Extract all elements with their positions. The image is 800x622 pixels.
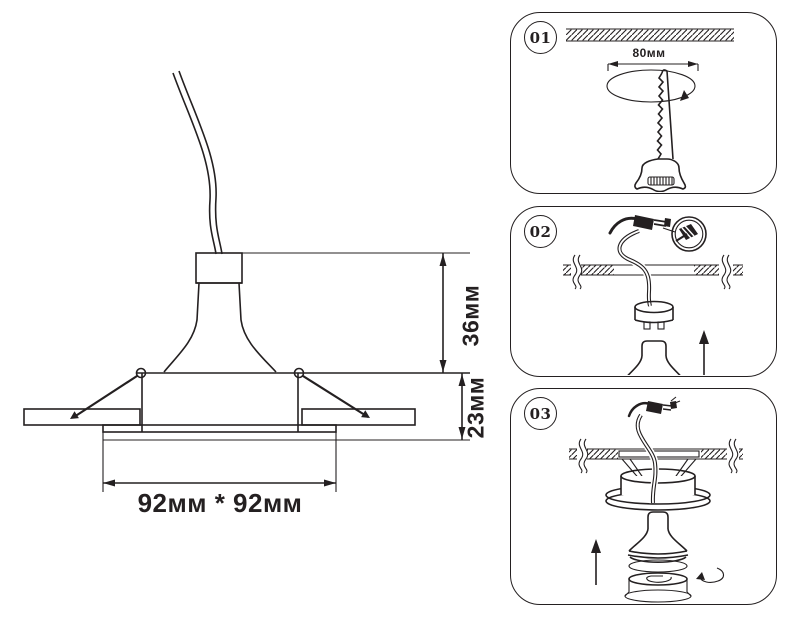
gu10-bulb <box>627 340 681 375</box>
frame-size-label: 92мм * 92мм <box>137 488 303 518</box>
mains-wire <box>616 227 654 307</box>
step-panel-03: 03 <box>510 388 777 605</box>
clip-pivot-left <box>135 367 147 379</box>
step-number: 01 <box>529 28 552 47</box>
retaining-ring <box>624 572 692 603</box>
ceiling-cross-section <box>23 408 416 426</box>
dimension-36mm <box>439 253 447 373</box>
recessed-housing <box>141 373 299 432</box>
mesh-filter <box>628 559 688 573</box>
step-number-badge: 01 <box>524 21 557 54</box>
step-number-badge: 03 <box>524 397 557 430</box>
step-panel-01: 01 80мм <box>510 12 777 194</box>
step-number: 02 <box>529 222 552 241</box>
hole-diameter-label: 80мм <box>632 46 666 60</box>
step-panel-02: 02 <box>510 206 777 377</box>
step-02-illustration <box>563 215 743 375</box>
terminal-detail-magnifier <box>671 216 707 252</box>
cut-hole-ellipse <box>606 69 696 103</box>
wire-connector <box>627 396 681 418</box>
dimension-23mm <box>458 373 466 440</box>
ceiling-cross-section <box>569 438 743 474</box>
ceiling-strip <box>566 28 734 42</box>
mains-wire <box>634 413 659 504</box>
step-01-illustration <box>566 28 734 192</box>
recessed-housing <box>605 468 711 511</box>
height-above-ceiling-label: 36мм <box>457 284 484 347</box>
spring-clip-right <box>302 375 370 418</box>
step-number-badge: 02 <box>524 215 557 248</box>
rotate-arrow <box>696 567 725 583</box>
height-below-ceiling-label: 23мм <box>462 376 489 439</box>
power-cable <box>172 70 223 255</box>
dimension-diagram <box>23 70 470 492</box>
lamp-socket <box>634 300 674 330</box>
gu10-lamp <box>163 252 277 373</box>
hole-dimension-line <box>607 61 699 71</box>
spring-clip-left <box>70 375 138 419</box>
dimension-92mm <box>102 432 337 492</box>
insert-up-arrow <box>699 330 709 375</box>
frame-lip <box>618 450 700 458</box>
insert-up-arrow <box>591 539 601 585</box>
wire-connector <box>608 215 676 235</box>
ceiling-cross-section <box>563 254 743 290</box>
clip-pivot-right <box>293 367 305 379</box>
step-03-illustration <box>569 396 743 603</box>
keyhole-saw-icon <box>634 69 687 192</box>
trim-flange <box>102 424 470 441</box>
gu10-bulb <box>627 511 689 563</box>
step-number: 03 <box>529 404 552 423</box>
